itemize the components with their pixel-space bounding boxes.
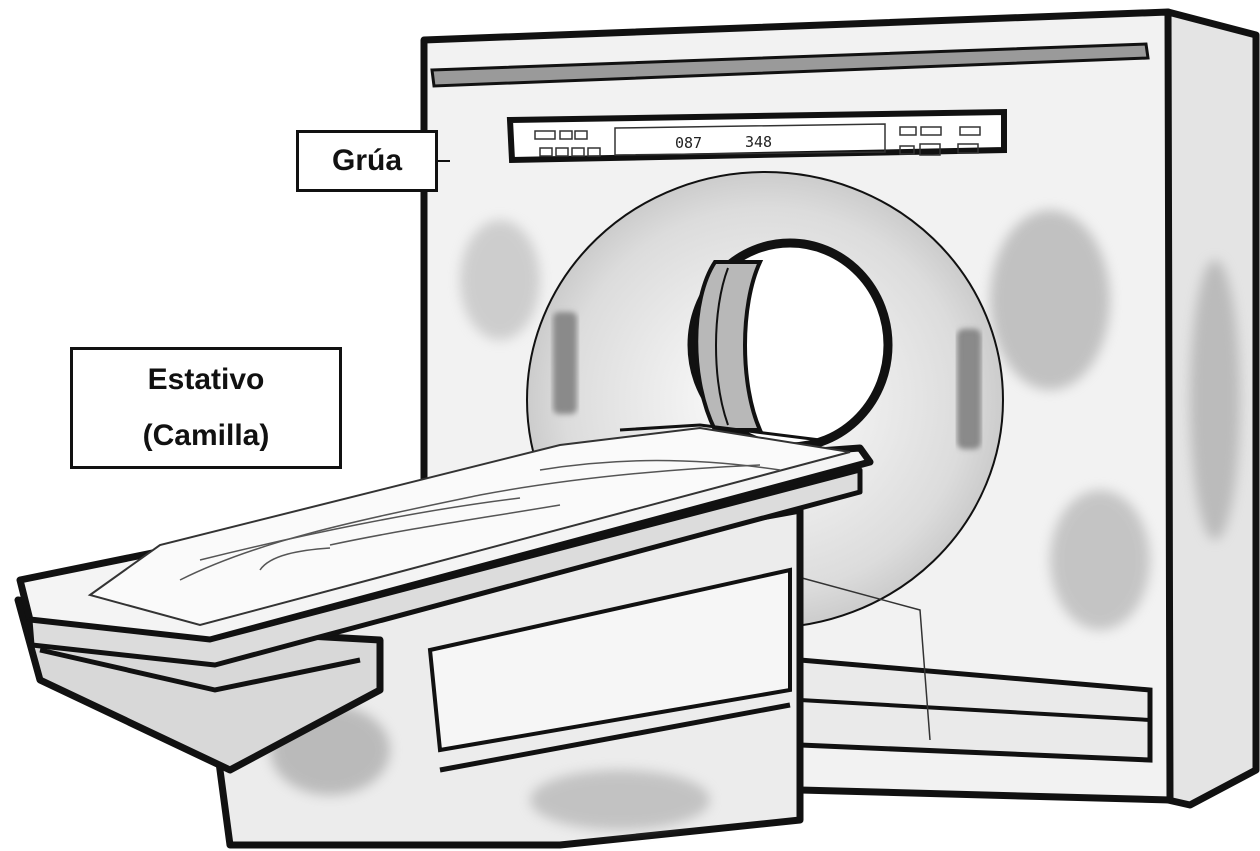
gantry-label: Grúa (296, 130, 438, 192)
table-label-line2: (Camilla) (143, 408, 270, 464)
panel-readout-2: 348 (745, 133, 772, 151)
patient-table (18, 425, 870, 845)
table-label-line1: Estativo (148, 352, 265, 408)
gantry-bore (692, 243, 888, 447)
control-panel: 087 348 (510, 112, 1004, 160)
ring-mark-right (958, 330, 980, 448)
ring-mark-left (553, 312, 577, 414)
table-label: Estativo (Camilla) (70, 347, 342, 469)
gantry-label-text: Grúa (332, 144, 402, 178)
panel-readout-1: 087 (675, 134, 702, 152)
